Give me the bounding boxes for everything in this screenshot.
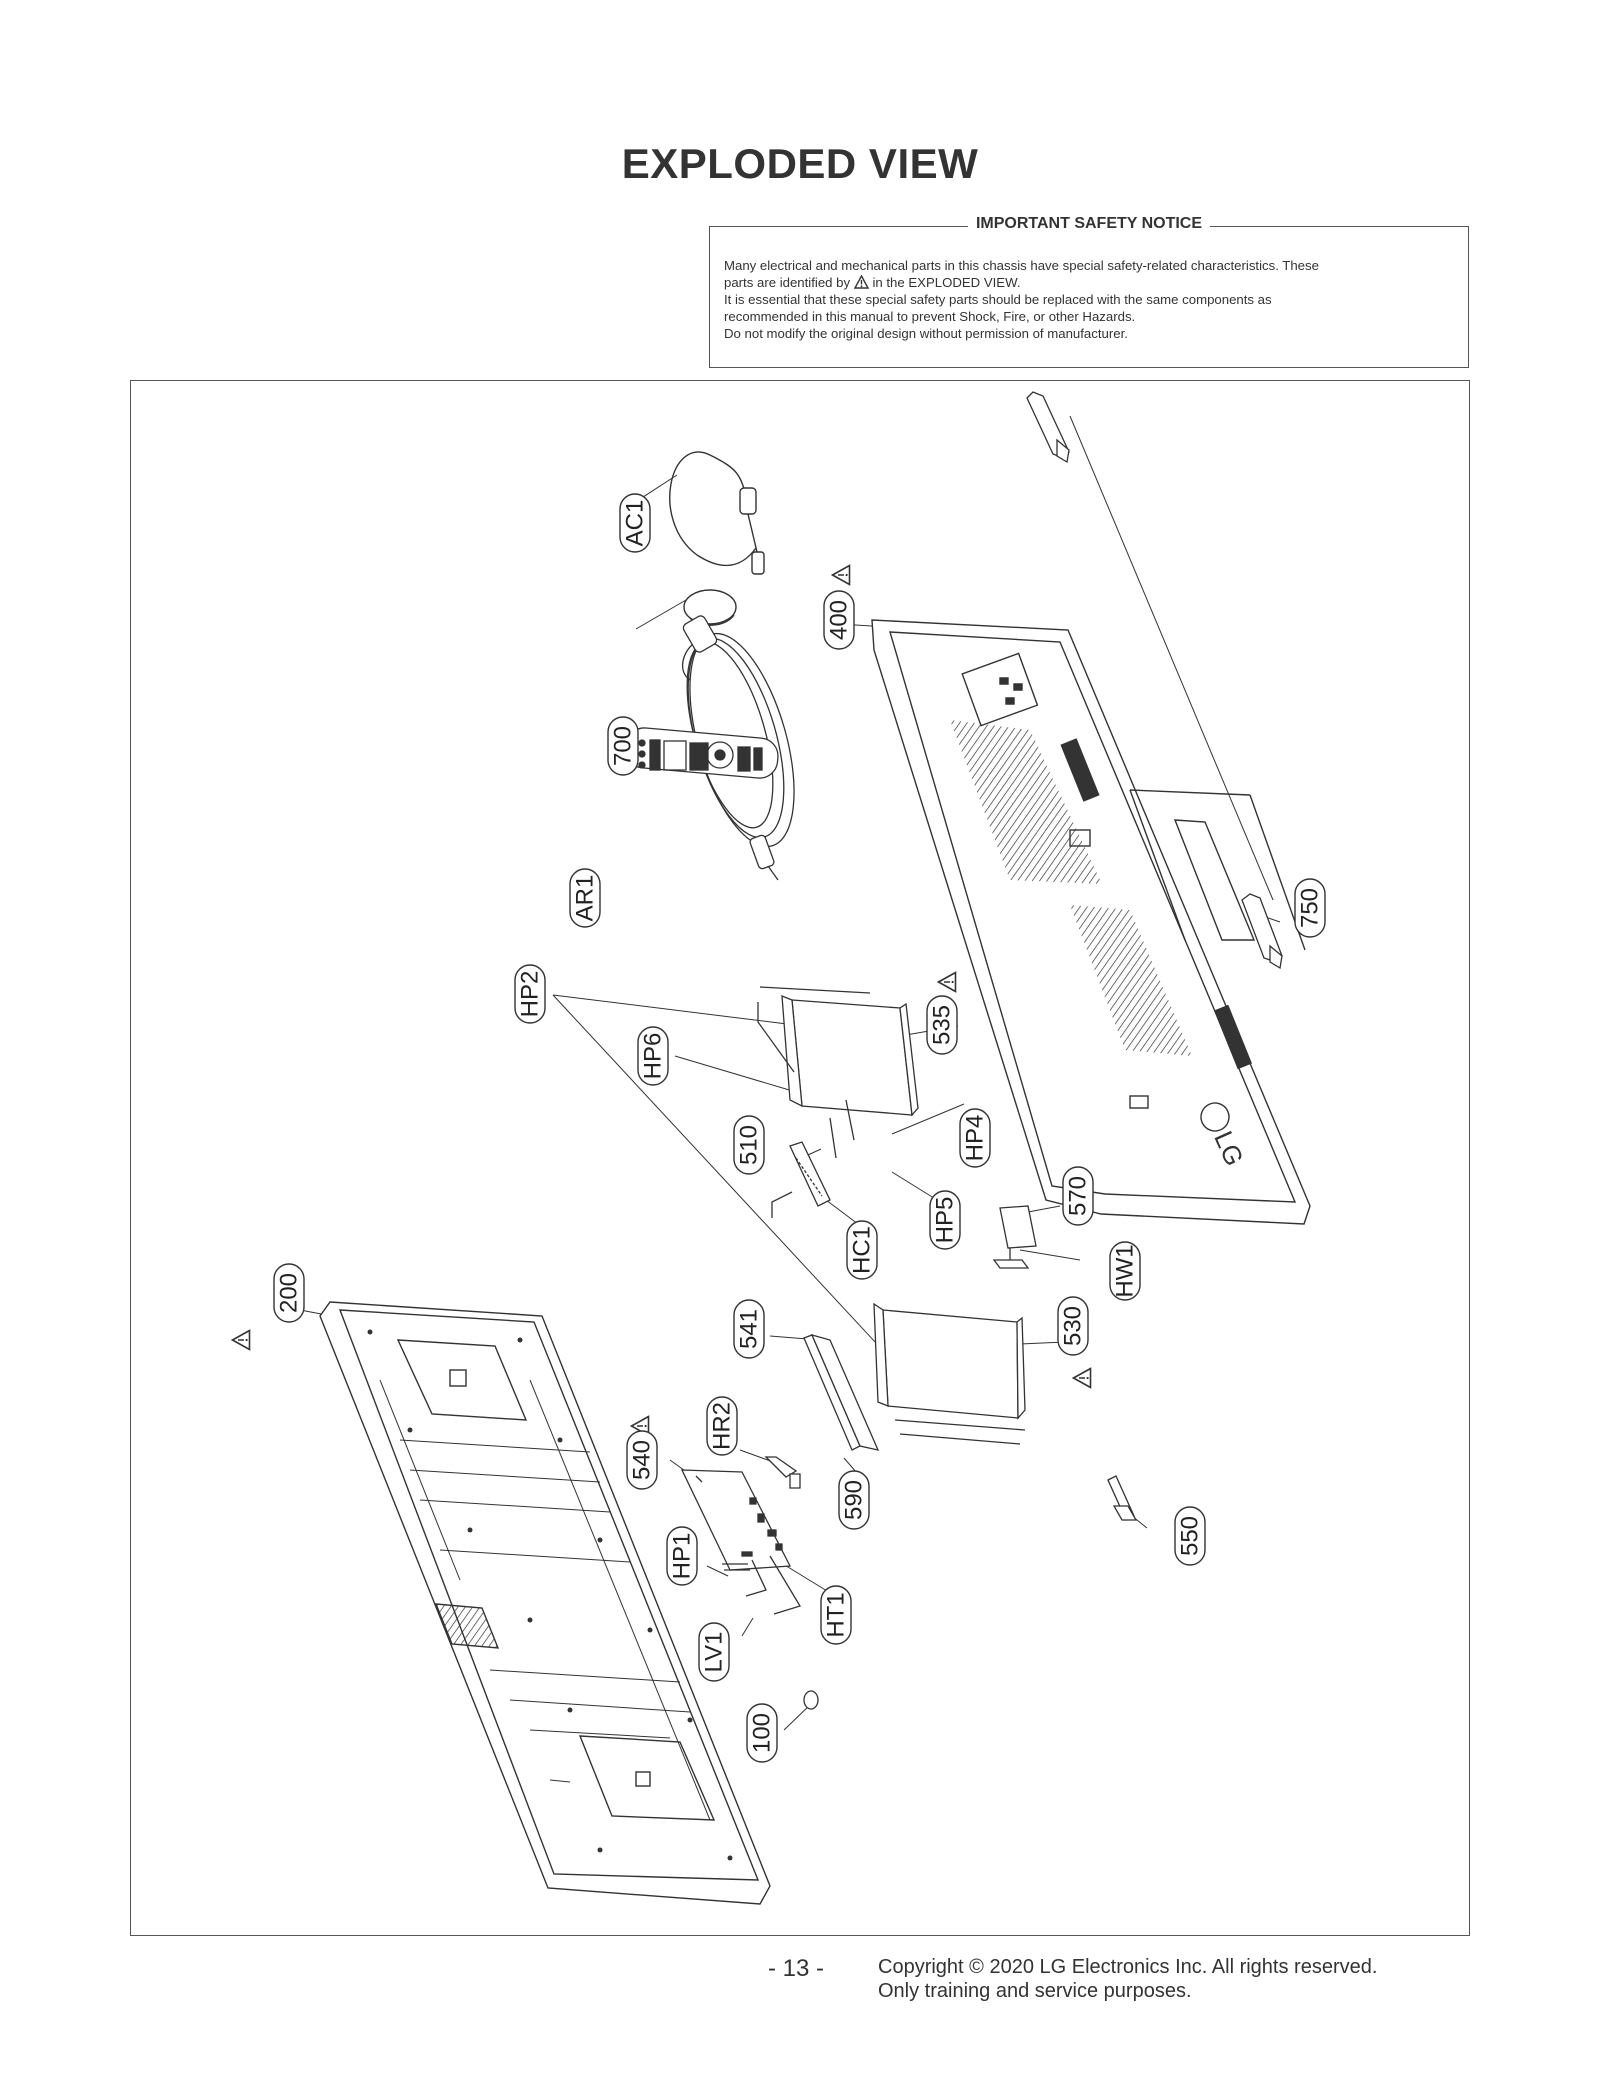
warning-triangle-icon (853, 275, 869, 289)
callout-590: 590 (838, 1470, 870, 1530)
part-cable-hr2 (764, 1456, 801, 1489)
notice-line-3: It is essential that these special safet… (724, 292, 1272, 307)
part-remote-ar1 (625, 727, 779, 779)
part-led-driver-530 (873, 1302, 1026, 1445)
part-lens-100 (803, 1690, 819, 1710)
callout-ac1: AC1 (619, 493, 651, 553)
svg-text:100: 100 (749, 1713, 776, 1753)
svg-text:HP6: HP6 (640, 1033, 667, 1080)
svg-text:HT1: HT1 (823, 1592, 850, 1637)
copyright-line: Copyright © 2020 LG Electronics Inc. All… (878, 1956, 1378, 1978)
callout-570: 570 (1062, 1166, 1094, 1226)
svg-text:530: 530 (1060, 1306, 1087, 1346)
part-power-board-535 (757, 986, 919, 1159)
callout-510: 510 (733, 1115, 765, 1175)
svg-text:HP1: HP1 (669, 1533, 696, 1580)
svg-text:750: 750 (1297, 888, 1324, 928)
callout-200: 200 (273, 1263, 305, 1323)
svg-text:AC1: AC1 (622, 500, 649, 547)
callout-hw1: HW1 (1109, 1241, 1141, 1301)
part-frame-541 (803, 1334, 880, 1451)
part-cable-ht1-lv1 (722, 1555, 801, 1615)
svg-text:550: 550 (1177, 1516, 1204, 1556)
callout-ar1: AR1 (569, 868, 601, 928)
page-title: EXPLODED VIEW (621, 140, 979, 187)
svg-text:LV1: LV1 (701, 1632, 728, 1673)
safety-notice-heading: IMPORTANT SAFETY NOTICE (967, 215, 1211, 232)
svg-text:200: 200 (276, 1273, 303, 1313)
svg-text:HP5: HP5 (932, 1197, 959, 1244)
svg-text:700: 700 (610, 726, 637, 766)
page-number: - 13 - (768, 1955, 825, 1982)
callout-hr2: HR2 (706, 1396, 738, 1456)
callout-100: 100 (746, 1703, 778, 1763)
callout-750: 750 (1294, 878, 1326, 938)
svg-text:510: 510 (736, 1125, 763, 1165)
diagram-frame (130, 380, 1470, 1936)
safety-notice-body: Many electrical and mechanical parts in … (724, 257, 1454, 342)
copyright-notice: Copyright © 2020 LG Electronics Inc. All… (878, 1955, 1377, 2003)
callout-540: 540 (626, 1430, 658, 1490)
part-joystick-570 (992, 1205, 1037, 1269)
part-ir-board-510 (771, 1141, 831, 1218)
callout-hp5: HP5 (929, 1190, 961, 1250)
callout-hp1: HP1 (666, 1526, 698, 1586)
part-main-board-540 (680, 1469, 792, 1571)
svg-text:540: 540 (629, 1440, 656, 1480)
callout-530: 530 (1057, 1296, 1089, 1356)
callout-550: 550 (1174, 1506, 1206, 1566)
svg-text:HP2: HP2 (517, 971, 544, 1018)
callout-hp4: HP4 (959, 1108, 991, 1168)
svg-text:HW1: HW1 (1112, 1244, 1139, 1297)
svg-text:HC1: HC1 (849, 1226, 876, 1274)
part-back-cover-400: LG (871, 619, 1311, 1225)
callout-lv1: LV1 (698, 1622, 730, 1682)
callout-541: 541 (733, 1299, 765, 1359)
callout-535: 535 (926, 995, 958, 1055)
svg-text:541: 541 (736, 1309, 763, 1349)
part-button-550 (1107, 1475, 1138, 1521)
callout-hc1: HC1 (846, 1220, 878, 1280)
safety-notice-box: IMPORTANT SAFETY NOTICE Many electrical … (709, 215, 1469, 368)
callout-ht1: HT1 (820, 1585, 852, 1645)
svg-text:570: 570 (1065, 1176, 1092, 1216)
warning-triangle-icon (937, 971, 957, 993)
notice-line-5: Do not modify the original design withou… (724, 326, 1128, 341)
warning-triangle-icon (831, 564, 851, 586)
warning-triangle-icon (231, 1329, 251, 1351)
svg-text:HP4: HP4 (962, 1115, 989, 1162)
callout-700: 700 (607, 716, 639, 776)
part-stand-750 (1026, 391, 1283, 970)
callout-hp2: HP2 (514, 964, 546, 1024)
purpose-line: Only training and service purposes. (878, 1980, 1192, 2002)
svg-text:535: 535 (929, 1005, 956, 1045)
callout-hp6: HP6 (637, 1026, 669, 1086)
svg-text:400: 400 (826, 600, 853, 640)
notice-line-1: Many electrical and mechanical parts in … (724, 258, 1319, 273)
part-speaker-ac1 (669, 451, 765, 626)
svg-text:590: 590 (841, 1480, 868, 1520)
exploded-view-drawing: LG (231, 391, 1326, 1905)
svg-text:AR1: AR1 (572, 875, 599, 922)
warning-triangle-icon (1072, 1367, 1092, 1389)
notice-line-4: recommended in this manual to prevent Sh… (724, 309, 1136, 324)
part-panel-200 (319, 1301, 771, 1905)
svg-text:HR2: HR2 (709, 1402, 736, 1450)
callout-400: 400 (823, 590, 855, 650)
notice-line-2: parts are identified by in the EXPLODED … (724, 275, 1021, 290)
